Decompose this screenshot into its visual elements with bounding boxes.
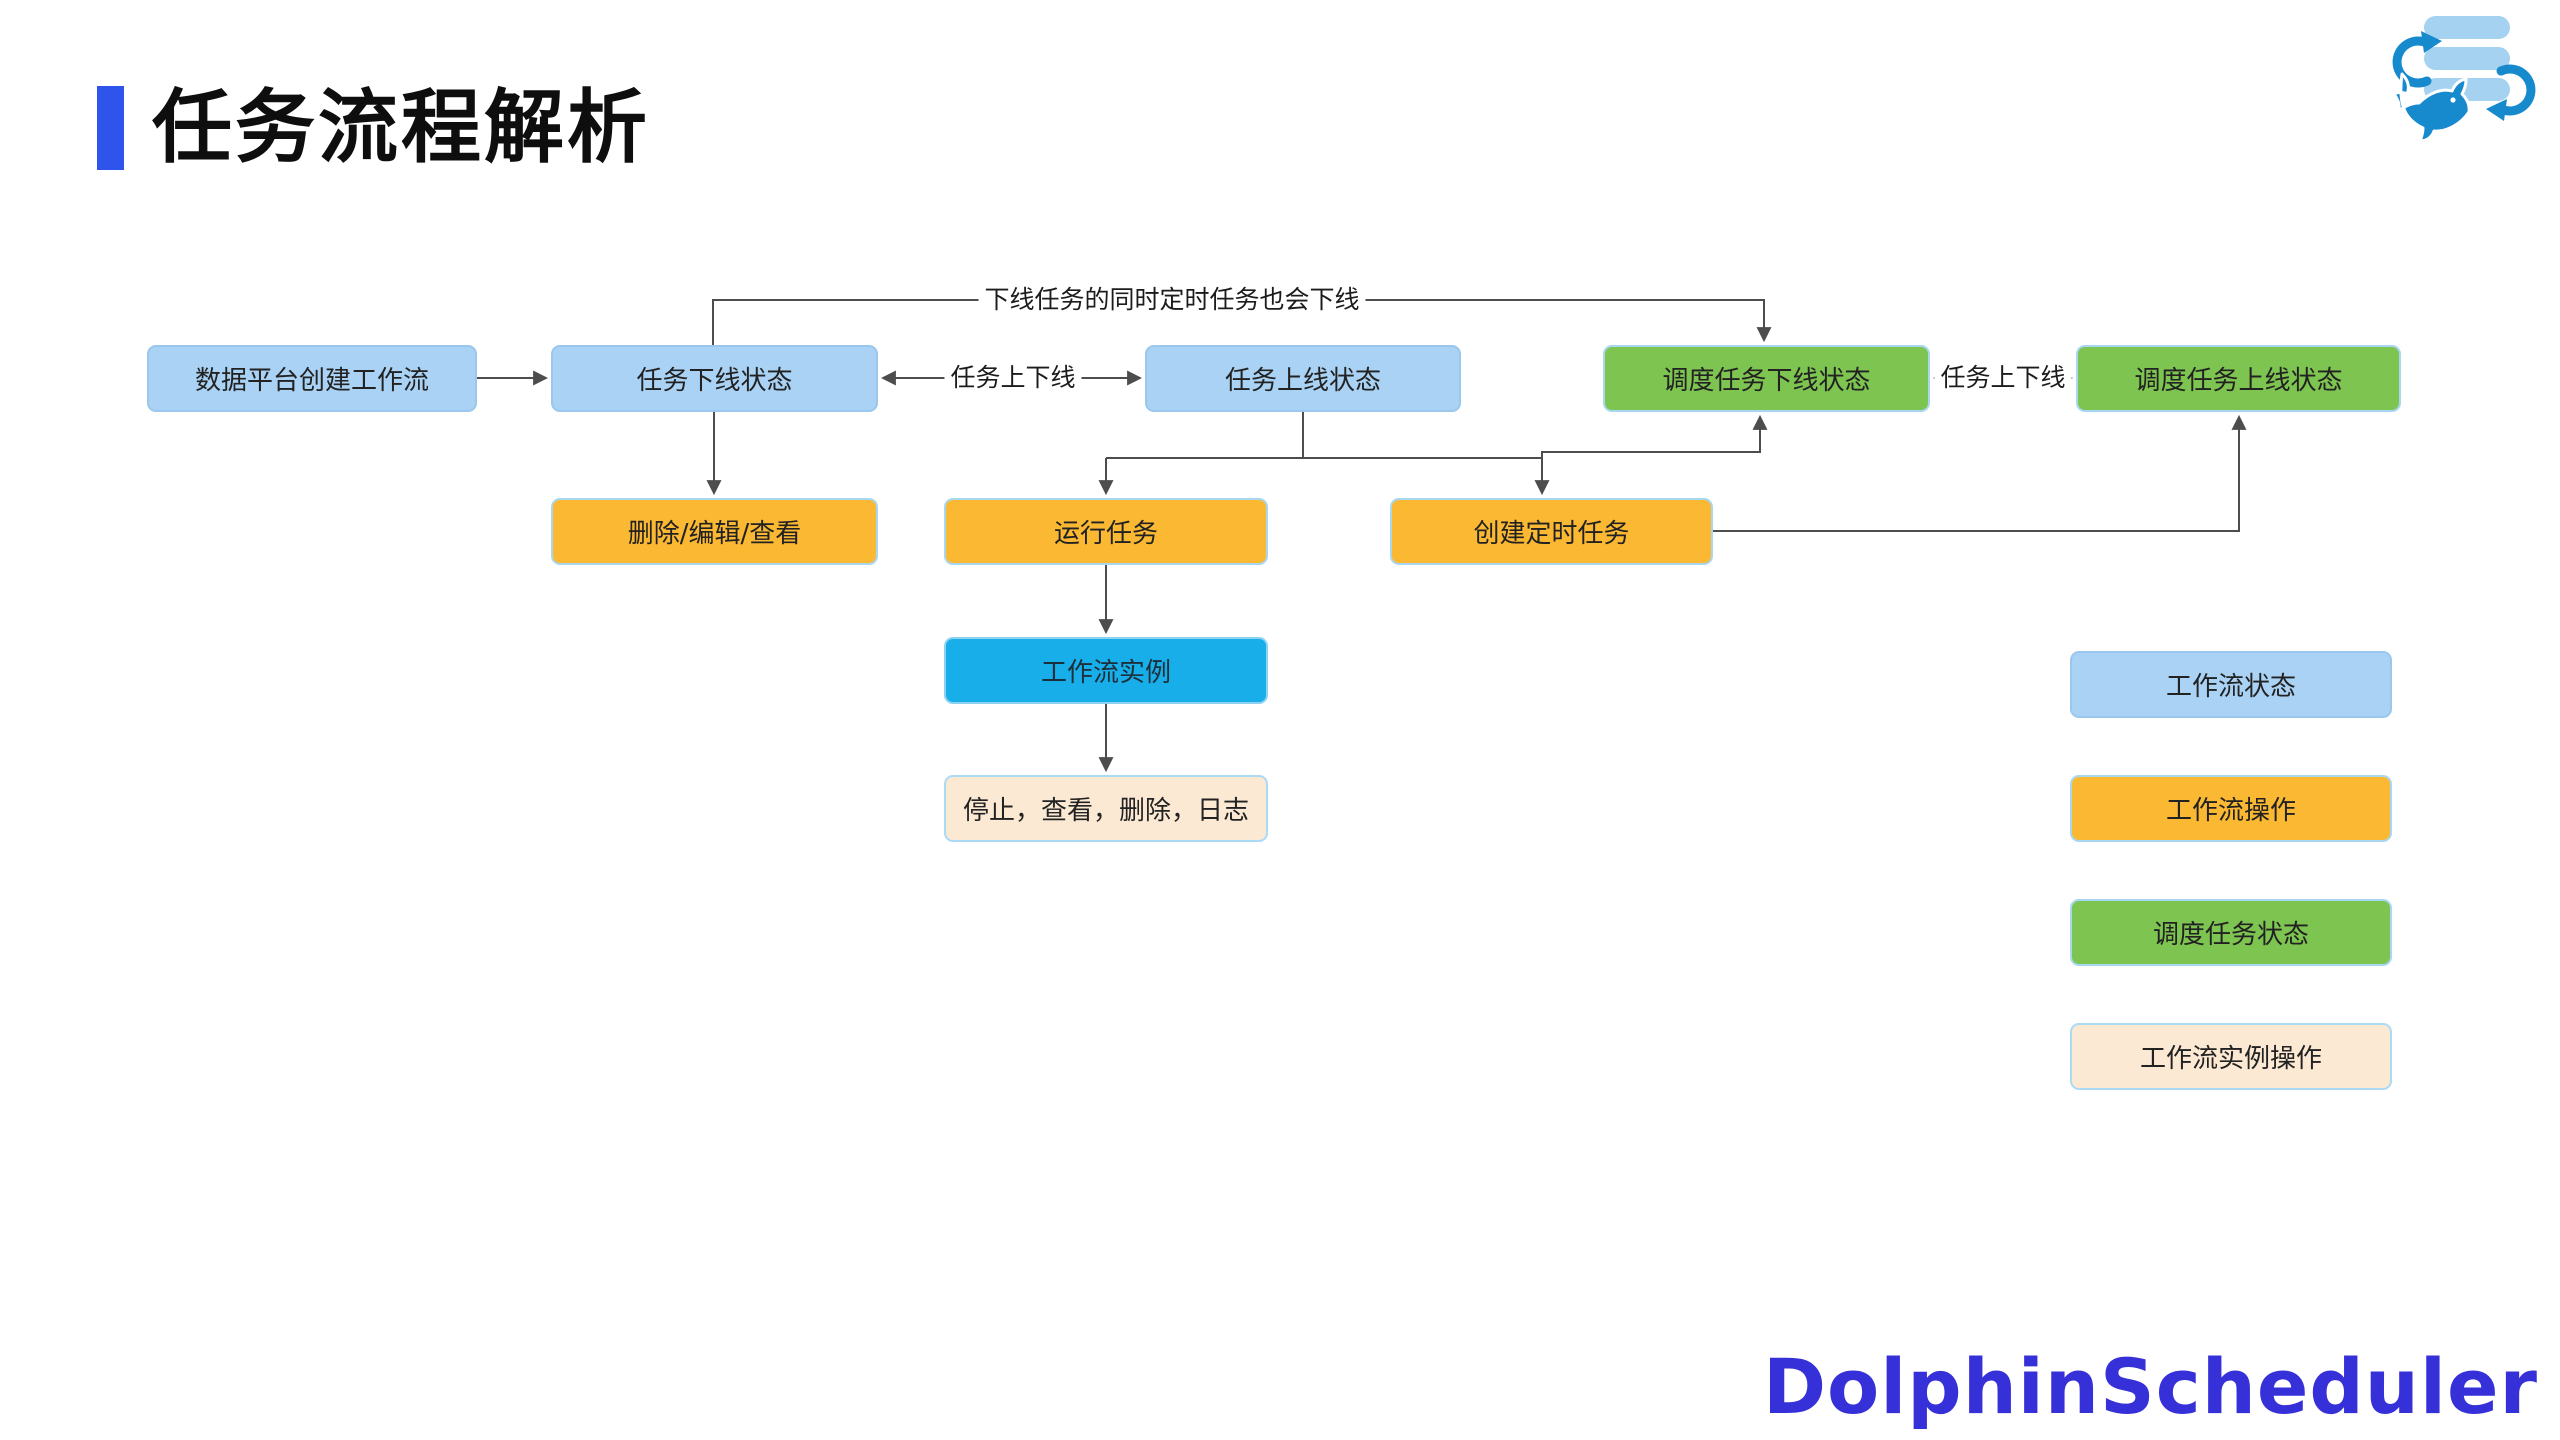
connector-timer-to-sched-online (1713, 414, 2247, 532)
legend: 工作流状态 工作流操作 调度任务状态 工作流实例操作 (2070, 651, 2392, 1090)
legend-item-schedule-task-status: 调度任务状态 (2070, 899, 2392, 966)
node-task-offline-status: 任务下线状态 (551, 345, 878, 412)
dolphinscheduler-wordmark: DolphinScheduler (1762, 1342, 2538, 1431)
title-accent-bar (97, 86, 124, 170)
edge-label-offline-note: 下线任务的同时定时任务也会下线 (978, 285, 1366, 315)
node-data-platform-create-workflow: 数据平台创建工作流 (147, 345, 477, 412)
node-workflow-instance: 工作流实例 (944, 637, 1268, 704)
edge-label-task-toggle-right: 任务上下线 (1934, 363, 2072, 393)
dolphin-icon (2392, 72, 2471, 143)
page-title-block: 任务流程解析 (97, 86, 650, 170)
node-create-timed-task: 创建定时任务 (1390, 498, 1713, 565)
page-title: 任务流程解析 (152, 81, 650, 174)
legend-item-workflow-status: 工作流状态 (2070, 651, 2392, 718)
dolphinscheduler-logo (2392, 16, 2536, 143)
node-schedule-task-online-status: 调度任务上线状态 (2076, 345, 2401, 412)
edge-label-task-toggle-left: 任务上下线 (944, 363, 1082, 393)
node-schedule-task-offline-status: 调度任务下线状态 (1603, 345, 1930, 412)
node-instance-operations: 停止，查看，删除，日志 (944, 775, 1268, 842)
database-bars-icon (2424, 16, 2510, 101)
refresh-arrows-icon (2392, 31, 2536, 121)
node-task-online-status: 任务上线状态 (1145, 345, 1461, 412)
connector-to-sched-offline (1541, 414, 1768, 458)
legend-item-workflow-operation: 工作流操作 (2070, 775, 2392, 842)
node-delete-edit-view: 删除/编辑/查看 (551, 498, 878, 565)
legend-item-instance-operation: 工作流实例操作 (2070, 1023, 2392, 1090)
node-run-task: 运行任务 (944, 498, 1268, 565)
